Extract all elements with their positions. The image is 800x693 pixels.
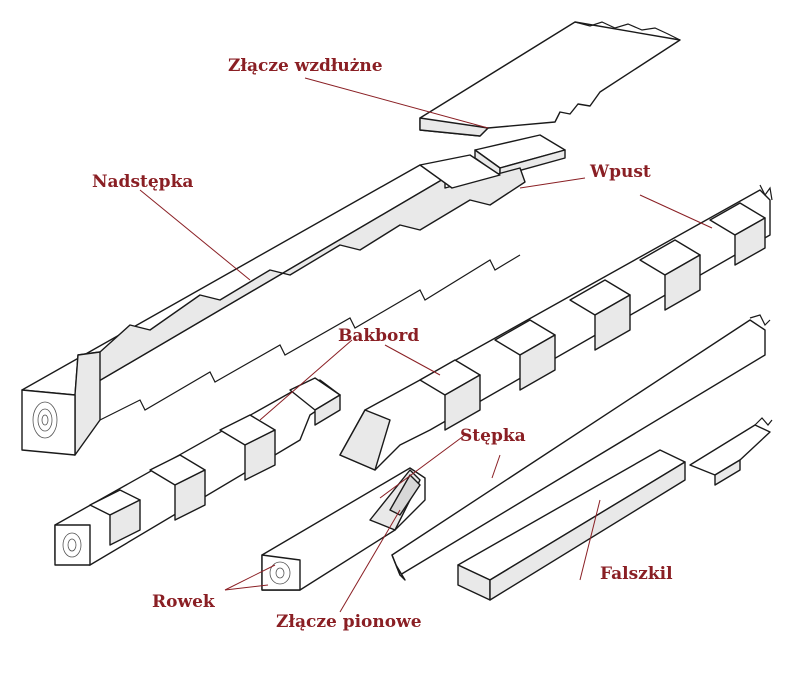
label-keelson: Nadstępka [92, 172, 194, 192]
notched-frame-beam [339, 184, 773, 471]
leader-vertical-joint [339, 509, 401, 613]
label-vertical-joint: Złącze pionowe [276, 612, 422, 632]
leader-rabbet-b [224, 584, 269, 591]
false-keel-scarf-piece [689, 417, 773, 486]
leader-port-right [384, 344, 441, 376]
leader-port-left [259, 339, 353, 421]
label-scarf-joint: Złącze wzdłużne [228, 56, 383, 76]
leader-notch-upper [519, 177, 586, 189]
leader-lines [139, 77, 713, 613]
leader-false-keel [579, 499, 601, 581]
false-keel-strip [457, 449, 686, 601]
leader-keelson [139, 189, 251, 281]
leader-rabbet-a [224, 564, 276, 591]
label-rabbet: Rowek [152, 592, 215, 612]
leader-notch-lower [639, 194, 713, 229]
leader-keel-left [379, 434, 466, 499]
keel-strip [391, 314, 771, 581]
keelson-beam [21, 154, 526, 456]
label-notch: Wpust [590, 162, 651, 182]
scarf-joint-piece [419, 21, 681, 177]
label-keel: Stępka [460, 426, 526, 446]
label-false-keel: Falszkil [600, 564, 673, 584]
lower-notched-beam [54, 377, 341, 566]
keel-vertical-joint-piece [261, 467, 426, 591]
leader-scarf-joint [304, 77, 489, 129]
label-port: Bakbord [338, 326, 420, 346]
leader-keel-right [491, 454, 501, 479]
